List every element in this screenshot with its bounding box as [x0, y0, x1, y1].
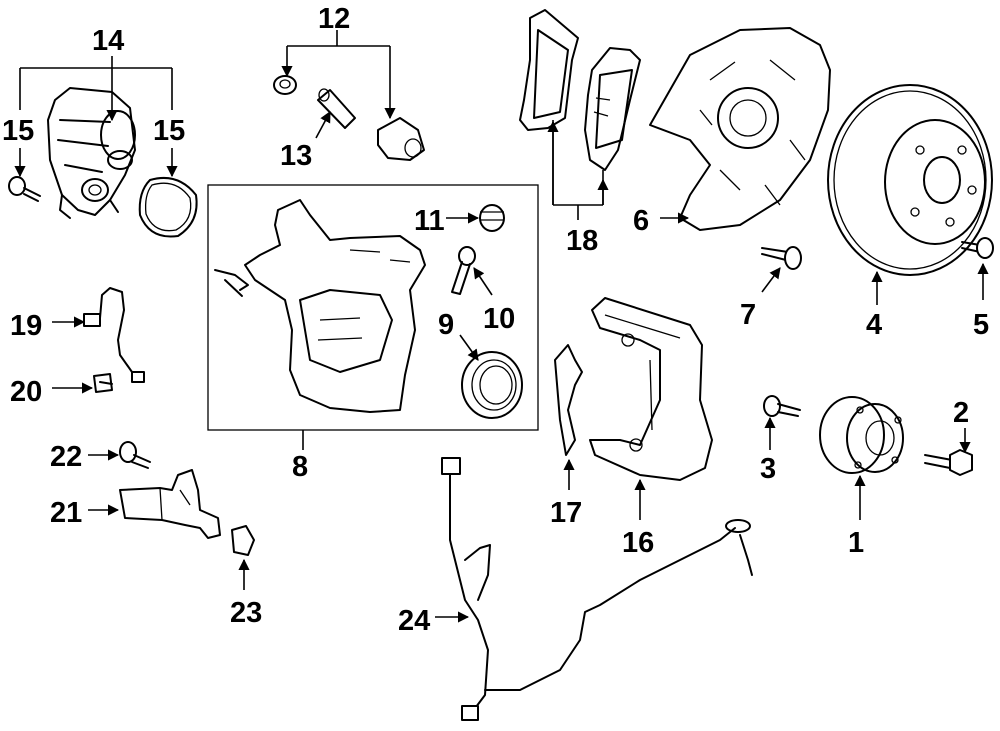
- axle-bolt: [924, 449, 973, 476]
- hub-bolt: [763, 395, 801, 417]
- callout-16: 16: [622, 527, 654, 559]
- anti-rattle-spring: [554, 344, 583, 456]
- abs-wiring-harness: [441, 457, 753, 721]
- callout-1: 1: [848, 527, 864, 559]
- callout-17: 17: [550, 497, 582, 529]
- brake-rotor: [827, 84, 993, 276]
- brake-hose: [83, 287, 145, 383]
- rotor-screw: [961, 237, 994, 259]
- splash-shield: [649, 27, 831, 231]
- callout-3: 3: [760, 453, 776, 485]
- callout-18: 18: [566, 225, 598, 257]
- wheel-hub: [819, 396, 904, 474]
- callout-4: 4: [866, 309, 882, 341]
- bleeder-cap: [479, 204, 505, 232]
- callout-2: 2: [953, 397, 969, 429]
- callout-7: 7: [740, 299, 756, 331]
- callout-12: 12: [318, 3, 350, 35]
- guide-pin-kit: [273, 75, 425, 161]
- callout-21: 21: [50, 497, 82, 529]
- motor-bolt: [8, 176, 41, 202]
- callout-24: 24: [398, 605, 430, 637]
- callout-6: 6: [633, 205, 649, 237]
- sensor-bolt: [119, 441, 151, 469]
- callout-9: 9: [438, 309, 454, 341]
- piston-seal: [461, 351, 523, 419]
- callout-11: 11: [414, 205, 445, 237]
- speed-sensor: [119, 469, 221, 539]
- callout-13: 13: [280, 140, 312, 172]
- callout-19: 19: [10, 310, 42, 342]
- callout-numbers: 1 2 3 4 5 6 7 8 9 10 11 12 13 14 15 15 1…: [2, 3, 989, 637]
- caliper-bracket: [589, 297, 713, 481]
- shield-bolt: [761, 246, 802, 270]
- caliper-group: [207, 184, 539, 431]
- brake-pads: [519, 9, 641, 171]
- callout-5: 5: [973, 309, 989, 341]
- bleeder-screw: [451, 246, 476, 295]
- leader-lines: [14, 30, 989, 623]
- callout-10: 10: [483, 303, 515, 335]
- motor-seal: [138, 176, 198, 238]
- callout-15-right: 15: [153, 115, 185, 147]
- callout-23: 23: [230, 597, 262, 629]
- callout-14: 14: [92, 25, 124, 57]
- callout-22: 22: [50, 441, 82, 473]
- callout-15-left: 15: [2, 115, 34, 147]
- grommet: [231, 525, 255, 556]
- parking-brake-motor: [47, 87, 136, 219]
- callout-20: 20: [10, 376, 42, 408]
- hose-clip: [93, 373, 113, 393]
- callout-8: 8: [292, 451, 308, 483]
